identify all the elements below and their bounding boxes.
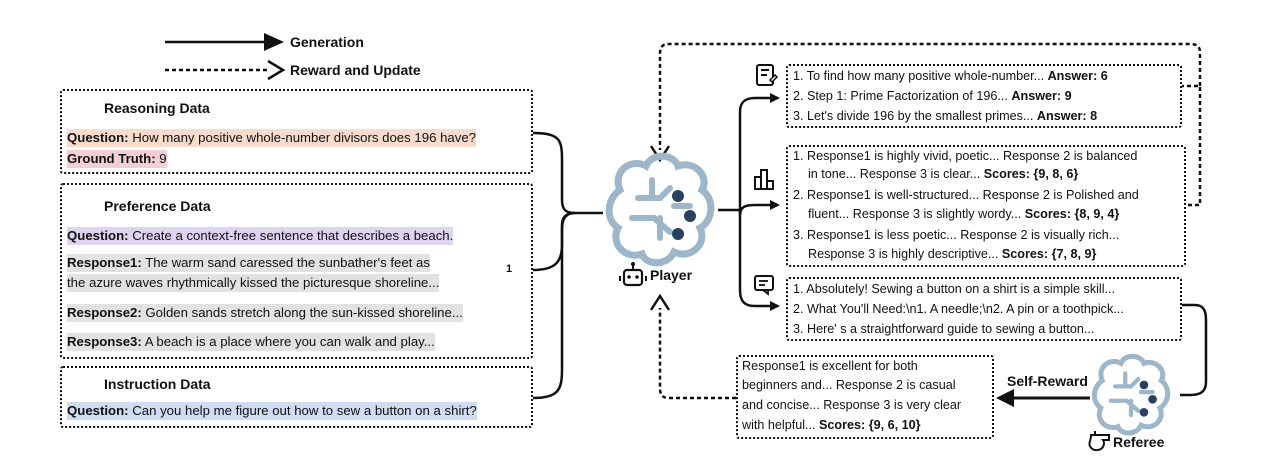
pref-out-line: 2. Response1 is well-structured... Respo… xyxy=(793,188,1139,202)
whistle-icon xyxy=(1088,431,1110,452)
medal-bronze-number: 3 xyxy=(506,335,513,347)
response1-line2: the azure waves rhythmically kissed the … xyxy=(67,274,440,292)
robot-icon xyxy=(619,262,647,287)
medal-gold-number: 1 xyxy=(506,263,513,275)
player-brain-icon xyxy=(605,152,715,267)
data-merge-brace xyxy=(532,131,603,400)
reasoning-output-line: 1. To find how many positive whole-numbe… xyxy=(793,69,1108,83)
legend-generation-label: Generation xyxy=(290,34,364,50)
pref-out-line: fluent... Response 3 is slightly wordy..… xyxy=(808,207,1120,221)
reasoning-data-box: Reasoning Data Question: How many positi… xyxy=(60,89,533,174)
preference-out-icon xyxy=(754,169,774,190)
self-reward-loop xyxy=(658,308,736,400)
pref-out-line: Response 3 is highly descriptive... Scor… xyxy=(808,247,1097,261)
referee-brain-icon xyxy=(1091,353,1171,436)
player-label: Player xyxy=(650,267,693,283)
referee-out-line: and concise... Response 3 is very clear xyxy=(742,398,962,412)
preference-output-box: 1. Response1 is highly vivid, poetic... … xyxy=(786,145,1186,267)
instruction-title: Instruction Data xyxy=(104,376,211,392)
reasoning-out-icon xyxy=(756,64,779,86)
self-reward-arrow-up xyxy=(649,293,671,311)
reward-loop-top xyxy=(658,42,1202,207)
preference-data-box: Preference Data Question: Create a conte… xyxy=(60,183,533,359)
instruction-question: Question: Can you help me figure out how… xyxy=(67,402,477,420)
reasoning-title: Reasoning Data xyxy=(104,100,210,116)
self-reward-label: Self-Reward xyxy=(1007,373,1088,389)
instruction-to-referee xyxy=(1180,303,1208,397)
reasoning-ground-truth: Ground Truth: 9 xyxy=(67,150,167,168)
medal-silver-number: 2 xyxy=(506,304,513,316)
response1-line1: Response1: The warm sand caressed the su… xyxy=(67,254,430,272)
response2: Response2: Golden sands stretch along th… xyxy=(67,304,463,322)
referee-label: Referee xyxy=(1113,434,1165,450)
reasoning-output-line: 3. Let's divide 196 by the smallest prim… xyxy=(793,109,1098,123)
reasoning-output-line: 2. Step 1: Prime Factorization of 196...… xyxy=(793,89,1072,103)
instr-out-line: 3. Here' s a straightforward guide to se… xyxy=(793,322,1095,336)
instruction-out-icon xyxy=(754,275,774,296)
legend-reward-arrow xyxy=(165,59,286,81)
reasoning-question: Question: How many positive whole-number… xyxy=(67,129,476,147)
instruction-data-box: Instruction Data Question: Can you help … xyxy=(60,366,533,428)
reasoning-output-box: 1. To find how many positive whole-numbe… xyxy=(786,64,1182,128)
instr-out-line: 1. Absolutely! Sewing a button on a shir… xyxy=(793,282,1116,296)
self-reward-arrow xyxy=(996,389,1090,407)
player-output-arrows xyxy=(718,93,780,311)
pref-out-line: in tone... Response 3 is clear... Scores… xyxy=(808,167,1079,181)
response3: Response3: A beach is a place where you … xyxy=(67,333,435,351)
legend-reward-label: Reward and Update xyxy=(290,62,421,78)
referee-output-box: Response1 is excellent for both beginner… xyxy=(736,355,994,439)
legend-generation-arrow xyxy=(165,33,284,51)
reward-arrow-down xyxy=(649,145,671,163)
preference-title: Preference Data xyxy=(104,198,211,214)
referee-out-line: with helpful... Scores: {9, 6, 10} xyxy=(742,418,921,432)
referee-out-line: beginners and... Response 2 is casual xyxy=(742,378,956,392)
preference-question: Question: Create a context-free sentence… xyxy=(67,227,454,245)
referee-out-line: Response1 is excellent for both xyxy=(742,359,918,373)
instruction-output-box: 1. Absolutely! Sewing a button on a shir… xyxy=(786,277,1182,341)
pref-out-line: 1. Response1 is highly vivid, poetic... … xyxy=(793,149,1138,163)
instr-out-line: 2. What You'll Need:\n1. A needle;\n2. A… xyxy=(793,302,1124,316)
pref-out-line: 3. Response1 is less poetic... Response … xyxy=(793,228,1120,242)
